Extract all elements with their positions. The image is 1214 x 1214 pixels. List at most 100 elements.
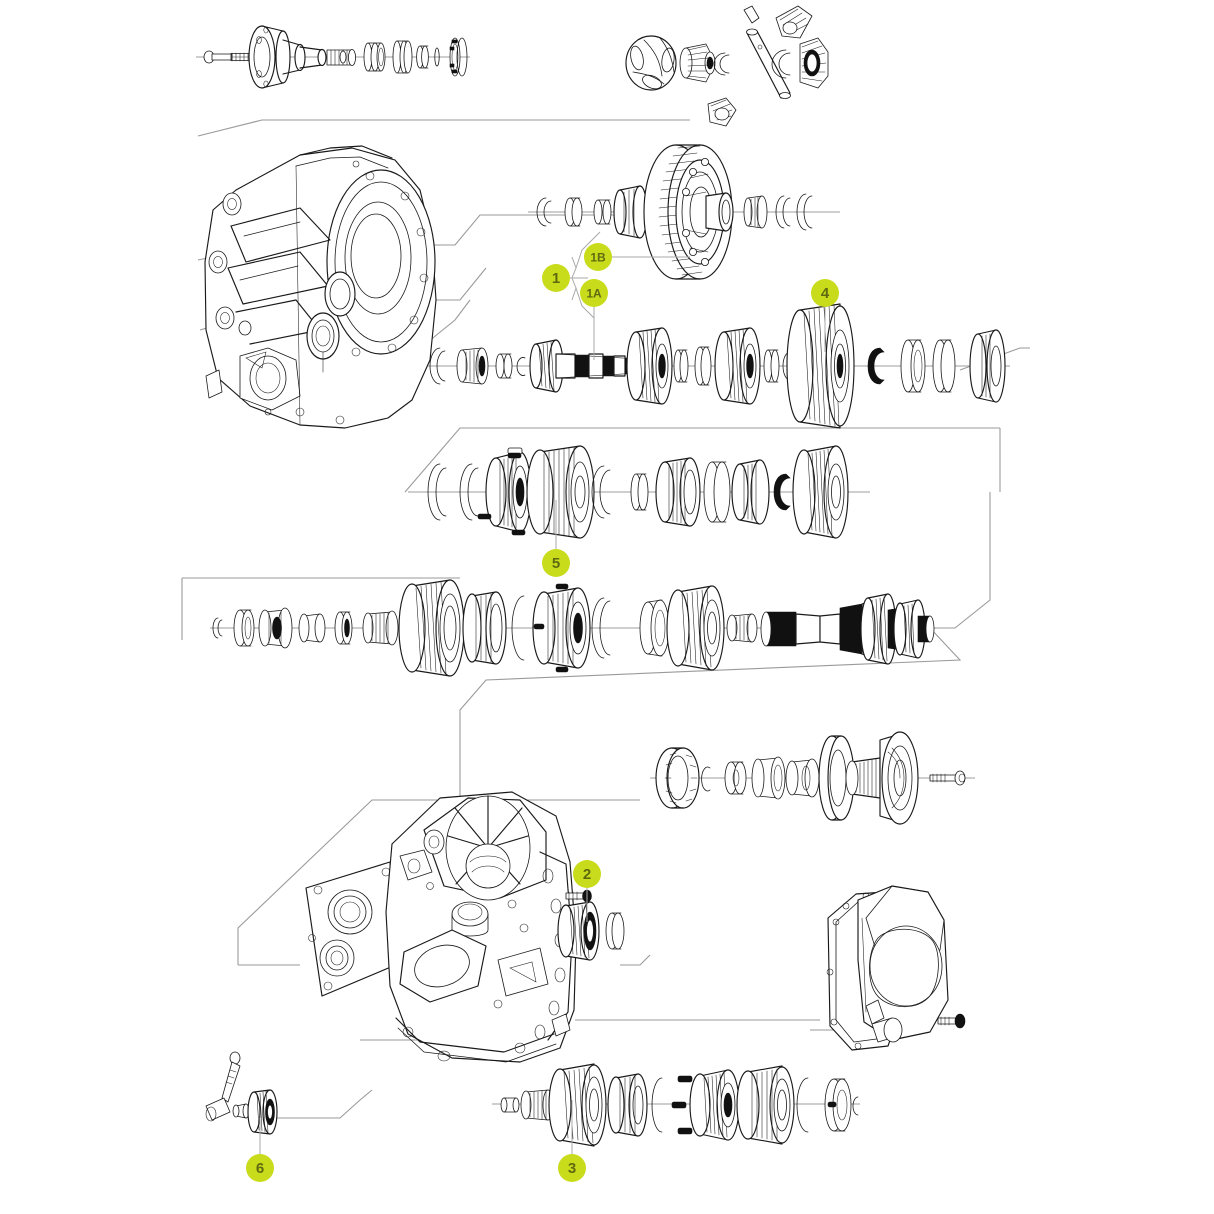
callout-label-5: 5 [552,555,560,572]
right-bearing-cage [655,747,700,809]
roll-pin [743,5,760,24]
callout-badge-1[interactable] [542,264,570,292]
input-circlip-c [867,347,885,385]
output-shaft-gear-1 [860,593,897,665]
callout-badge-5[interactable] [542,549,570,577]
rev-needle-bearing [520,1089,554,1121]
input-circlip-a [429,347,446,385]
input-shaft-row [428,303,1010,429]
callout-3[interactable]: 3 [558,1100,586,1182]
housing-bearing-bore-lower [306,312,340,373]
synchro-assembly-row [408,445,870,539]
clutch-bell-housing [385,791,577,1063]
output-gear-b [666,585,725,671]
differential-crown-wheel [643,144,734,280]
output-seal-a [233,609,255,647]
callout-1A[interactable]: 1A [580,279,608,360]
bevel-side-gear-1 [679,43,716,83]
input-spacer-a [495,353,513,379]
output-gear-a [398,579,465,677]
callout-badge-4[interactable] [811,279,839,307]
reverse-gear-row [492,1063,860,1147]
speedo-bolt [205,1051,241,1122]
callout-label-1B: 1B [590,251,606,265]
seal-ring-a [536,197,552,227]
rev-synchro-hub [689,1069,740,1141]
callout-badge-3[interactable] [558,1154,586,1182]
rev-shaft-stub [500,1097,520,1113]
thrust-washer-2 [771,49,791,79]
output-spacer-a [298,613,326,643]
rev-detent-keys [671,1075,693,1135]
callout-branch-1a [575,287,595,319]
output-shaft [760,593,935,665]
callout-label-1: 1 [552,270,560,287]
synchroniser-hub [477,447,532,536]
bevel-pinion-top [775,5,813,39]
synchro-circlip-b [459,463,479,521]
thrust-washer-1 [713,52,730,76]
rev-circlip-a [651,1077,663,1133]
tapered-bearing-left [613,185,648,239]
callout-group-bracket-1 [571,256,577,301]
right-spacer [751,756,786,800]
callout-1B[interactable]: 1B [584,243,690,271]
synchro-washer [630,473,649,511]
reverse-gear-3 [548,1063,607,1147]
callout-2[interactable]: 2 [573,860,601,922]
output-synchro-hub [532,583,591,673]
input-spacer-b [516,357,526,376]
flange-bolt-right [929,770,966,786]
rev-circlip-b [796,1077,809,1133]
output-circlip-a [511,595,525,661]
input-helical-gear-1 [626,327,673,405]
input-helical-gear-2 [714,327,761,405]
callout-4[interactable]: 4 [811,279,839,352]
right-drive-flange-row [650,731,975,825]
callout-5[interactable]: 5 [542,500,570,577]
baulk-ring-a [655,457,701,527]
input-washer-a [673,346,712,386]
drive-flange-right [845,731,919,825]
right-seal-b [785,758,820,798]
callout-badge-1B[interactable] [584,243,612,271]
side-cover-bolt [937,1013,966,1029]
callout-6[interactable]: 6 [246,1118,274,1182]
differential-cross-pin [746,28,791,99]
tapered-bearing-right [743,195,768,229]
input-washer-b [763,349,791,383]
right-dished-washer [818,735,855,821]
output-small-clip [212,617,223,639]
rev-synchro-sleeve [736,1065,795,1145]
output-bearing-a [258,607,293,649]
side-cover [826,885,966,1051]
input-needle-bearing [456,347,489,385]
input-bearing-right [900,339,956,393]
synchro-circlip-a [427,463,447,521]
bellhousing-input-gear [557,889,625,961]
speedo-spacer [232,1103,250,1119]
synchro-circlip-d [773,473,791,511]
speedo-drive-assembly [205,1051,278,1135]
differential-internals-row [625,5,829,127]
spacer-ring-a [593,199,612,225]
speedo-drive-gear-6 [247,1089,278,1135]
bellhousing-seal-ring [605,912,625,950]
input-end-bearing [969,329,1006,403]
callout-branch-1b [575,231,601,269]
flange-bolt-left [203,50,251,64]
right-seal-a [724,761,747,795]
callout-label-2: 2 [583,866,591,883]
callout-label-3: 3 [568,1160,576,1177]
bevel-side-gear-2 [799,37,829,89]
callout-badge-2[interactable] [573,860,601,888]
left-drive-flange-row [196,25,470,89]
callout-badge-1A[interactable] [580,279,608,307]
drive-flange-left [248,25,356,89]
output-ring-a [462,591,507,665]
synchro-row-gear [792,445,849,539]
output-circlip-b [591,597,611,659]
callout-badge-6[interactable] [246,1154,274,1182]
